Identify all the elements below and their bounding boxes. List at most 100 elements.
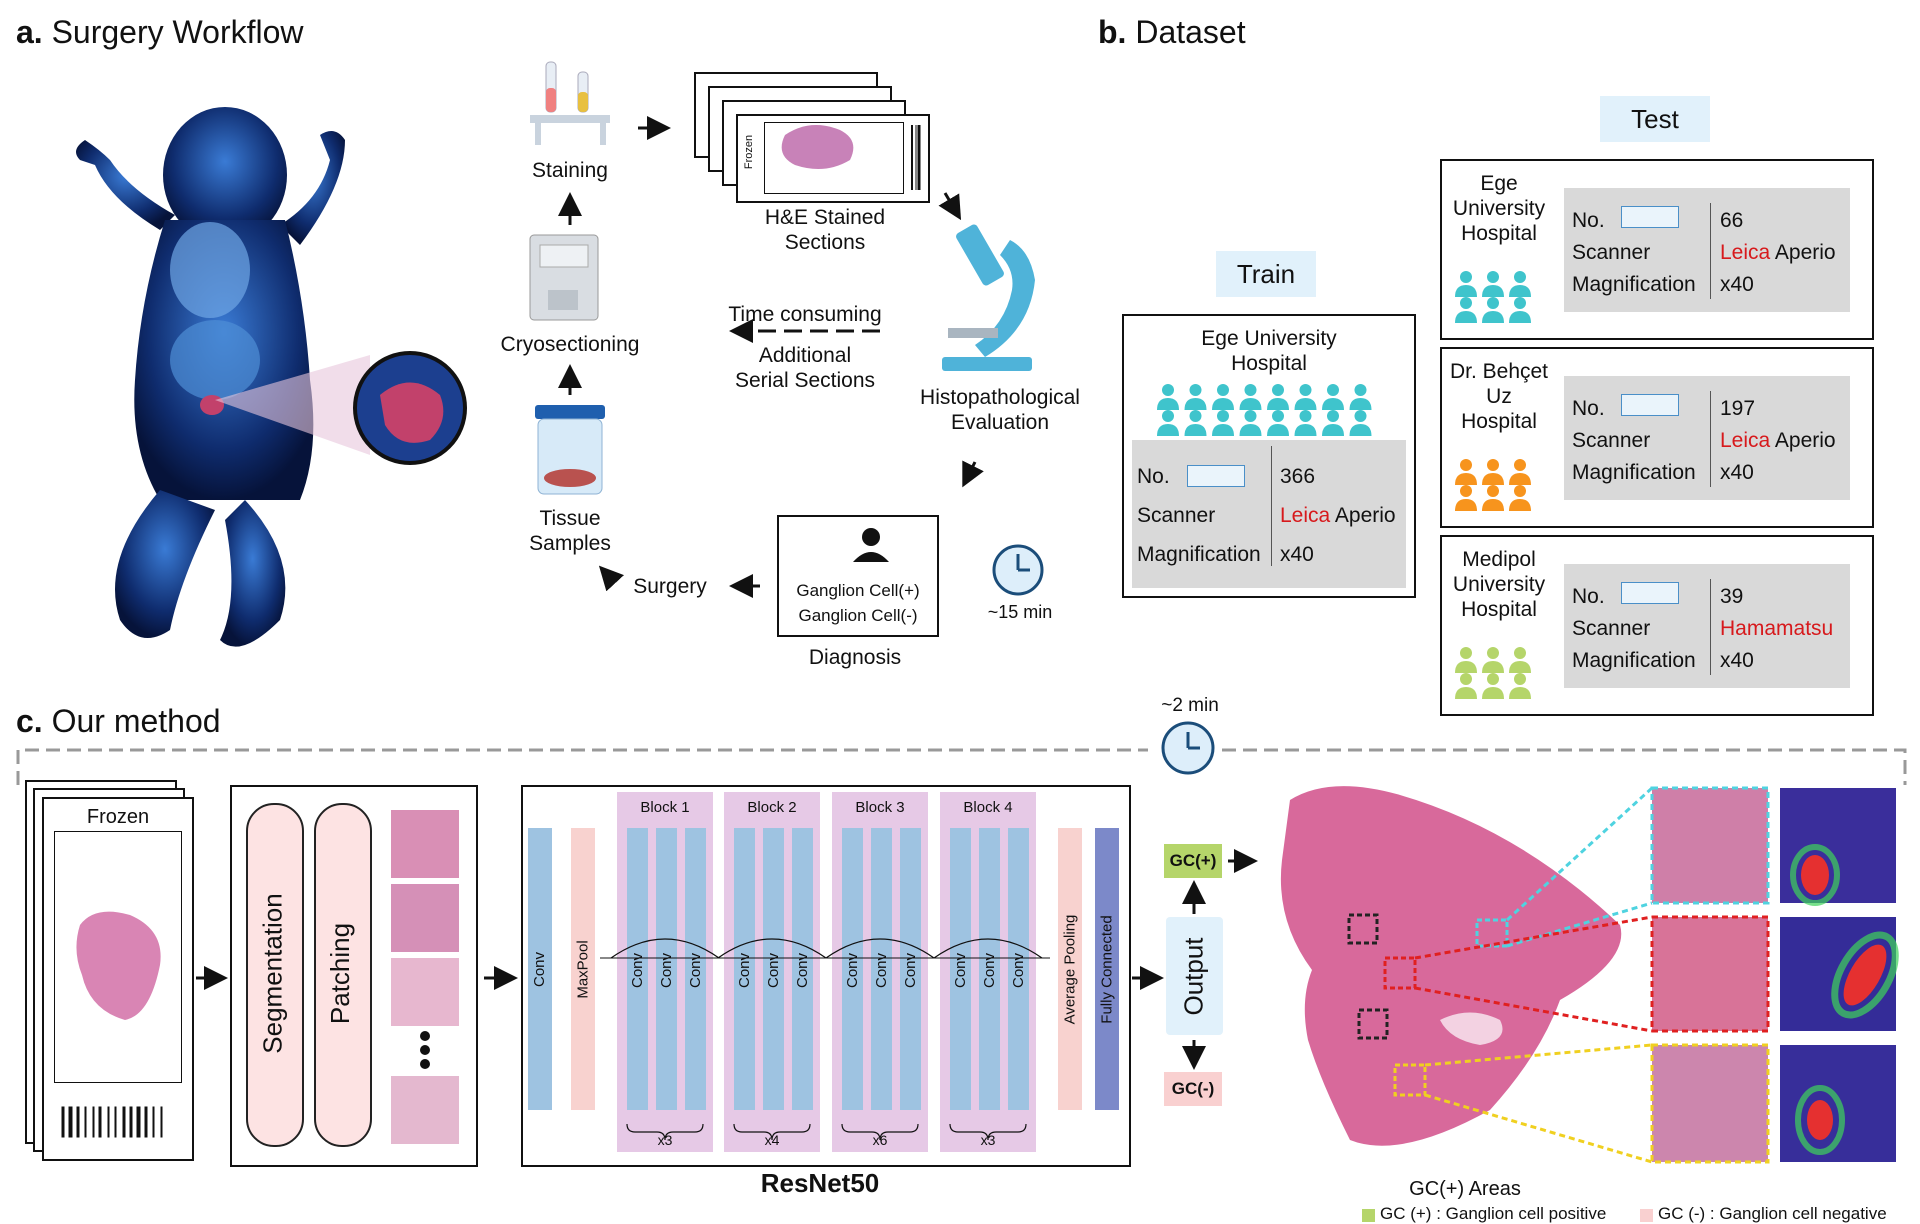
- block-conv-layer: [979, 828, 1000, 1110]
- train-magnification-value: x40: [1280, 543, 1314, 566]
- test-patient-icon: [1455, 297, 1477, 323]
- positive-roi-red: [1383, 956, 1417, 990]
- test-patient-icon: [1482, 673, 1504, 699]
- train-patient-icon: [1184, 384, 1207, 410]
- train-patient-icon: [1294, 384, 1317, 410]
- block-conv-layer: [950, 828, 971, 1110]
- test-patient-icon: [1482, 297, 1504, 323]
- train-patient-icon: [1267, 384, 1289, 410]
- cryosectioning-label: Cryosectioning: [500, 333, 640, 356]
- test-no-value: 39: [1720, 585, 1744, 608]
- test-patient-icon: [1455, 673, 1477, 699]
- test-patient-icon: [1482, 485, 1504, 511]
- negative-roi-1: [1347, 913, 1379, 945]
- test-patient-icon: [1509, 271, 1531, 297]
- resnet-block-label: Block 2: [747, 799, 797, 816]
- gc-positive-output: GC(+): [1164, 844, 1222, 878]
- time-2min-label: ~2 min: [1161, 695, 1219, 716]
- block-conv-layer: [871, 828, 892, 1110]
- test-stats-panel: [1564, 188, 1850, 312]
- block-conv-layer: [734, 828, 755, 1110]
- test-divider: [1710, 203, 1711, 299]
- block-conv-layer: [685, 828, 706, 1110]
- test-patient-icon: [1482, 647, 1504, 673]
- test-scanner-value: Leica Aperio: [1720, 241, 1836, 264]
- zoom-patch-red: [1650, 915, 1770, 1033]
- patch-thumbnail-4: [391, 1076, 459, 1144]
- patch-thumbnail-2: [391, 884, 459, 952]
- frozen-slide-window: [54, 831, 182, 1083]
- test-divider: [1710, 391, 1711, 487]
- train-divider: [1271, 446, 1272, 566]
- train-no-value: 366: [1280, 465, 1316, 488]
- test-magnification-label: Magnification: [1572, 461, 1696, 484]
- train-patient-icon: [1349, 384, 1372, 410]
- slide-barcode: [911, 125, 921, 190]
- test-magnification-value: x40: [1720, 649, 1754, 672]
- test-no-label: No.: [1572, 209, 1605, 232]
- zoom-patch-yellow: [1650, 1043, 1770, 1164]
- block-conv-layer: [627, 828, 648, 1110]
- network-name: ResNet50: [760, 1168, 880, 1198]
- legend-gc-positive: GC (+) : Ganglion cell positive: [1380, 1204, 1607, 1223]
- test-patient-icon: [1455, 271, 1477, 297]
- gc-areas-label: GC(+) Areas: [1409, 1178, 1521, 1200]
- surgery-label: Surgery: [633, 575, 707, 598]
- panel-c-title: c. Our method: [16, 703, 221, 739]
- fully-connected-layer: [1095, 828, 1119, 1110]
- test-scanner-value: Leica Aperio: [1720, 429, 1836, 452]
- test-magnification-value: x40: [1720, 461, 1754, 484]
- train-scanner-label: Scanner: [1137, 504, 1216, 527]
- test-magnification-label: Magnification: [1572, 649, 1696, 672]
- negative-roi-2: [1357, 1008, 1389, 1040]
- test-patient-icon: [1482, 459, 1504, 485]
- average-pooling-layer: [1058, 828, 1082, 1110]
- test-scanner-label: Scanner: [1572, 617, 1651, 640]
- train-patient-icon: [1294, 410, 1317, 436]
- block-conv-layer: [900, 828, 921, 1110]
- train-patient-icon: [1322, 384, 1344, 410]
- positive-roi-yellow: [1393, 1063, 1427, 1097]
- train-label: Train: [1216, 251, 1316, 297]
- train-patient-icon: [1322, 410, 1344, 436]
- frozen-slide-label: Frozen: [86, 806, 150, 828]
- diagnosis-label: Diagnosis: [808, 646, 902, 669]
- test-divider: [1710, 579, 1711, 675]
- train-patient-icon: [1212, 384, 1234, 410]
- train-patient-icon: [1349, 410, 1372, 436]
- staining-label: Staining: [532, 159, 608, 182]
- positive-roi-cyan: [1475, 918, 1509, 948]
- resnet-block-label: Block 1: [640, 799, 690, 816]
- test-patient-icon: [1455, 485, 1477, 511]
- train-magnification-label: Magnification: [1137, 543, 1261, 566]
- test-slide-icon: [1621, 206, 1679, 228]
- test-scanner-label: Scanner: [1572, 429, 1651, 452]
- segmentation-step: [246, 803, 304, 1147]
- resnet-block-label: Block 3: [855, 799, 905, 816]
- gc-negative-output: GC(-): [1164, 1072, 1222, 1106]
- test-scanner-label: Scanner: [1572, 241, 1651, 264]
- resnet-block-label: Block 4: [963, 799, 1013, 816]
- train-patient-icon: [1212, 410, 1234, 436]
- zoom-patch-cyan: [1650, 786, 1770, 905]
- time-15min-label: ~15 min: [987, 602, 1053, 622]
